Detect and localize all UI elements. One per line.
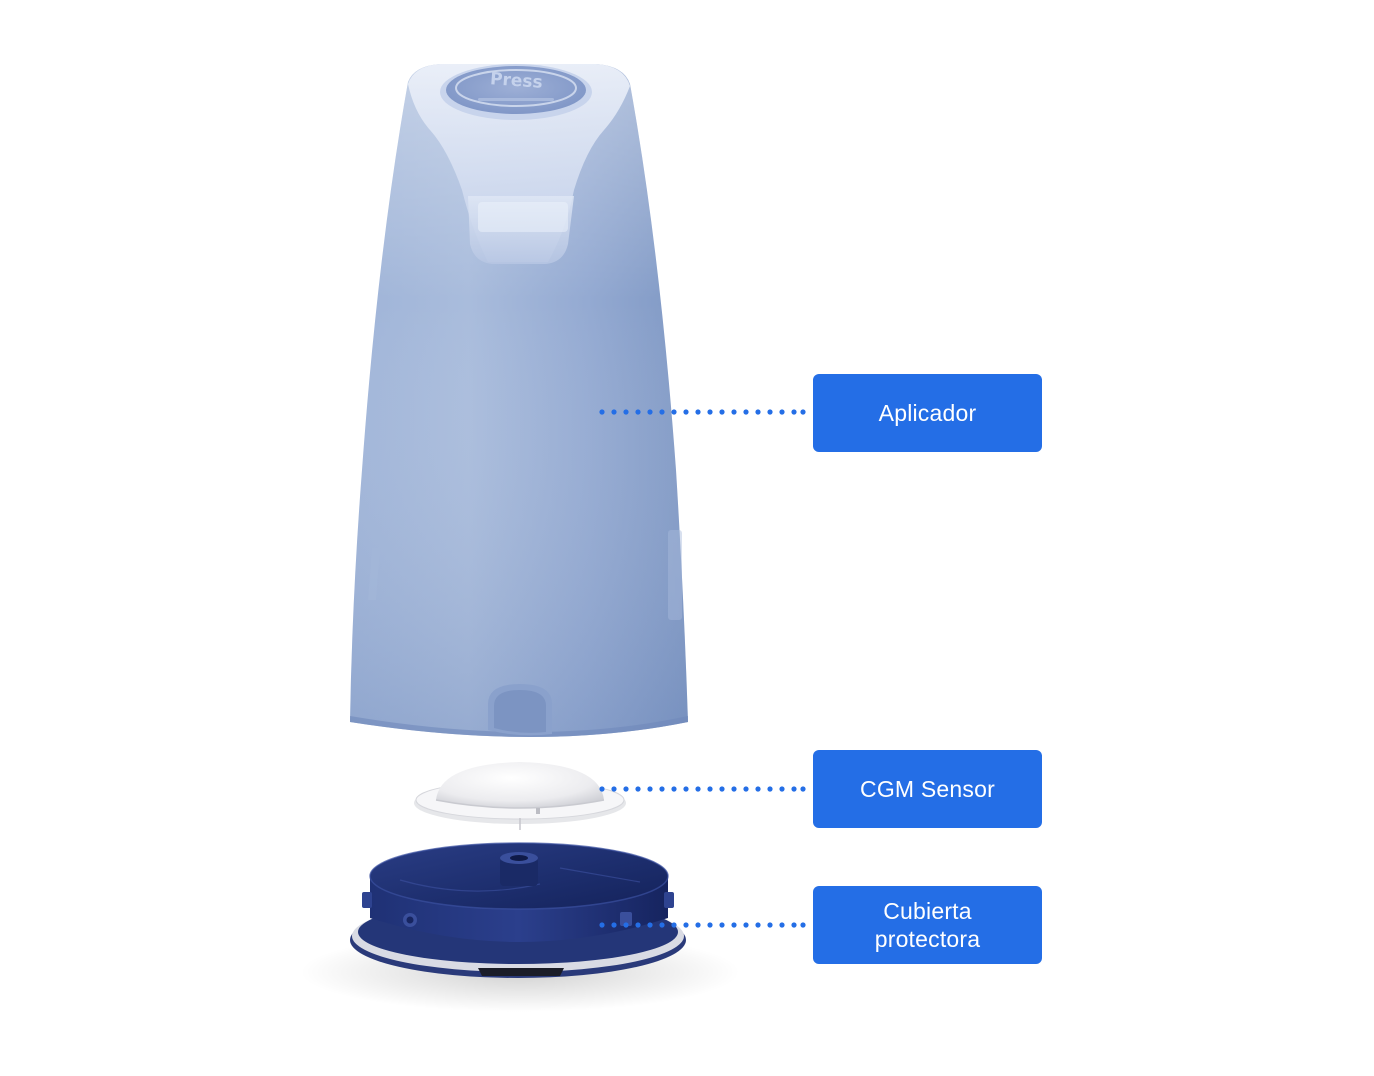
- leader-line-cover: [599, 922, 806, 928]
- cgm-sensor: [414, 762, 626, 830]
- label-protective-cover: Cubierta protectora: [813, 886, 1042, 964]
- leader-line-sensor: [599, 786, 806, 792]
- applicator: Press: [350, 64, 688, 737]
- label-cgm-sensor: CGM Sensor: [813, 750, 1042, 828]
- label-cgm-sensor-text: CGM Sensor: [860, 776, 995, 802]
- label-applicator-text: Aplicador: [878, 400, 977, 426]
- press-button-label: Press: [489, 69, 543, 93]
- sensor-dome: [436, 762, 604, 808]
- leader-line-applicator: [599, 409, 806, 415]
- applicator-cap: [408, 64, 630, 262]
- label-applicator: Aplicador: [813, 374, 1042, 452]
- protective-cover: [300, 842, 740, 1012]
- press-button: Press: [440, 64, 592, 120]
- label-protective-cover-text: Cubierta protectora: [874, 898, 981, 952]
